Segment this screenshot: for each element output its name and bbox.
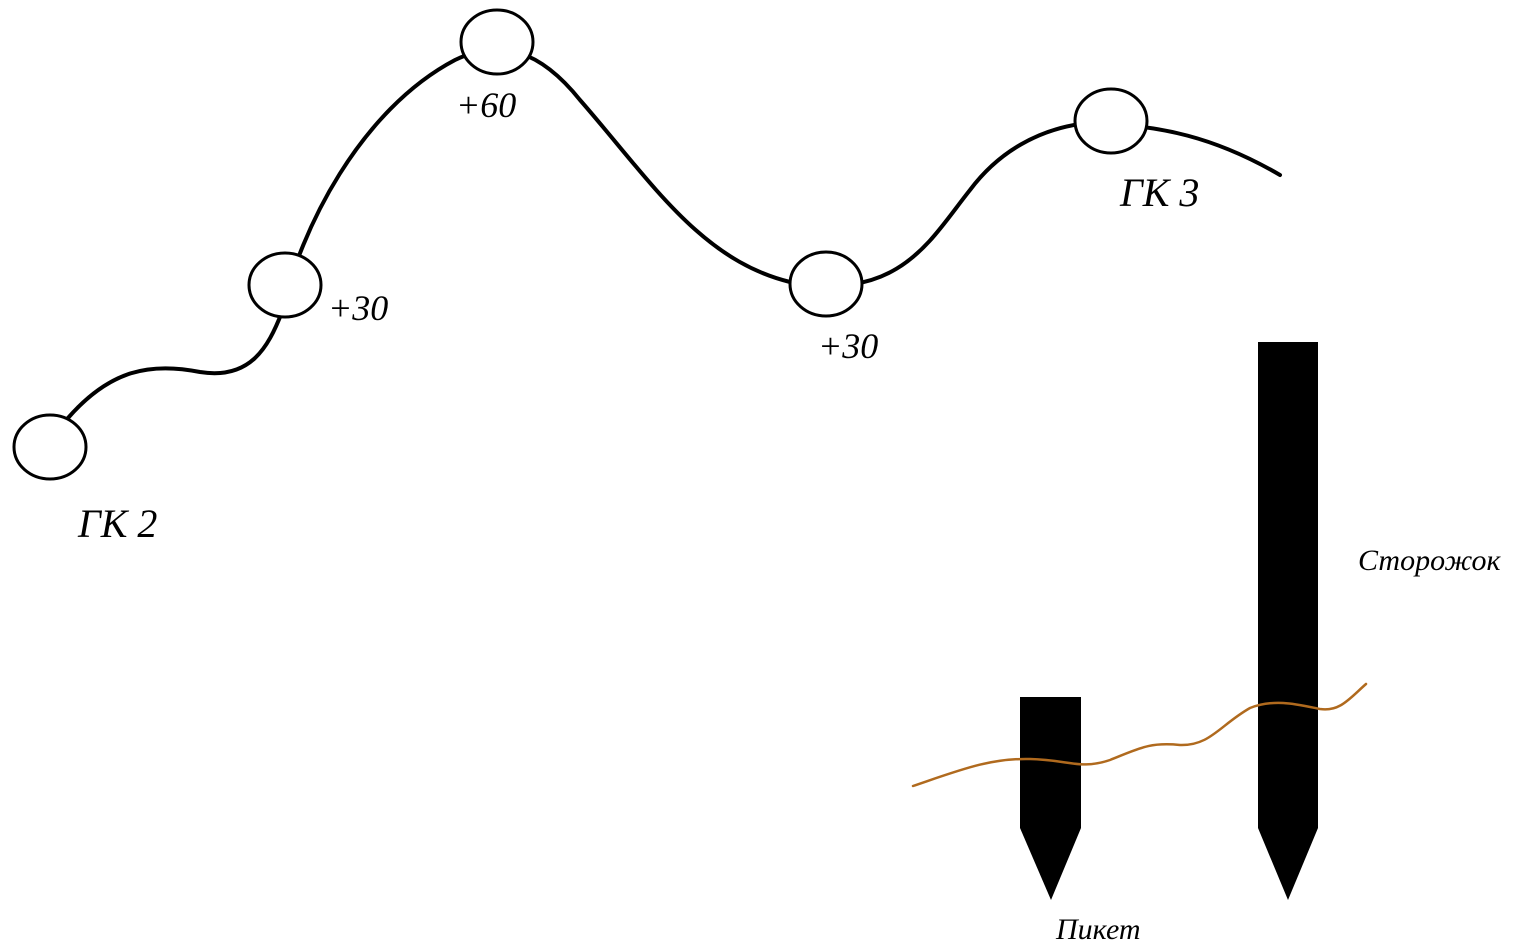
station-label-p30b: +30 (818, 326, 878, 366)
station-marker-p60 (459, 8, 535, 76)
station-label-gk2: ГК 2 (77, 501, 157, 546)
ground-line (911, 682, 1368, 788)
station-label-p30a: +30 (328, 288, 388, 328)
watcher-label: Сторожок (1358, 544, 1502, 577)
picket-stake (1020, 697, 1081, 900)
station-label-p60: +60 (456, 85, 516, 125)
station-marker-p30b (788, 250, 864, 318)
route-line (66, 47, 1282, 420)
station-label-gk3: ГК 3 (1119, 170, 1199, 215)
station-marker-gk2 (12, 413, 88, 481)
station-marker-gk3 (1073, 87, 1149, 155)
station-marker-p30a (247, 251, 323, 319)
picket-label: Пикет (1055, 913, 1141, 943)
watcher-stake (1258, 342, 1318, 900)
